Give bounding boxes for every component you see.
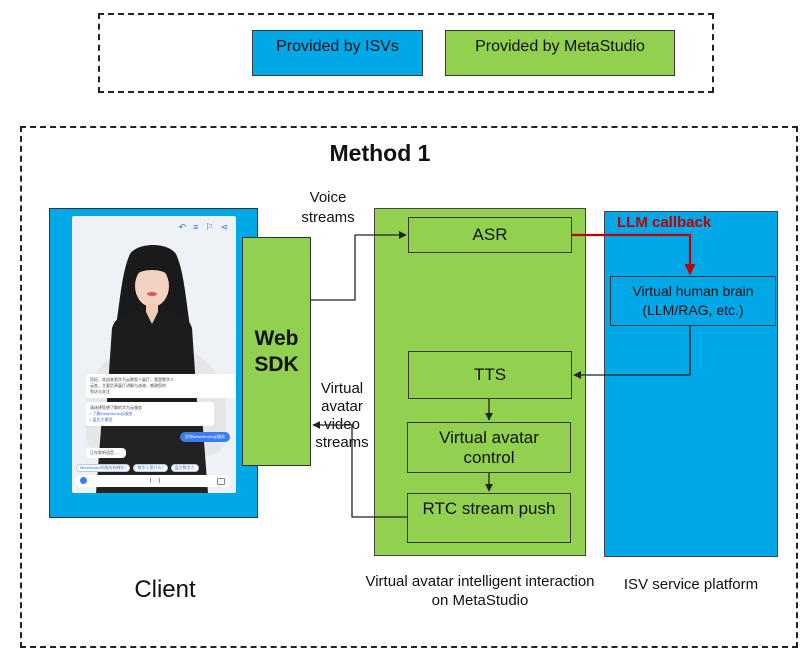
suggestion-chip[interactable]: 数字人是什么?: [133, 464, 168, 472]
phone-input-bar: [76, 475, 230, 487]
video-stream-arrow: [312, 421, 407, 518]
legend-metastudio: Provided by MetaStudio: [445, 30, 675, 76]
listening-hint: 正在聆听语音……: [86, 448, 126, 458]
client-label: Client: [134, 576, 196, 603]
tts-box: TTS: [408, 351, 572, 399]
chat-option[interactable]: • 盘古大模型: [90, 417, 113, 422]
llm-callback-arrow: [572, 233, 696, 276]
avatar-control-box: Virtual avatar control: [407, 422, 571, 473]
legend-frame: [98, 13, 714, 93]
chat-bubble-welcome: 您好，欢迎来到华为云数智人展厅，我是数字人 云笙，主要负责展厅讲解与咨询，感谢您…: [86, 374, 236, 398]
share-icon[interactable]: ⋖: [220, 222, 228, 232]
legend-isv: Provided by ISVs: [252, 30, 423, 76]
video-streams-label: Virtual avatar video streams: [315, 380, 369, 451]
metastudio-panel: [374, 208, 586, 556]
isv-caption: ISV service platform: [623, 576, 759, 593]
chat-line: 到访与关注: [90, 389, 110, 394]
chat-button[interactable]: 咨询MetaStudio云服务: [179, 432, 230, 442]
undo-icon[interactable]: ↶: [178, 222, 187, 232]
brain-box: Virtual human brain (LLM/RAG, etc.): [610, 276, 776, 326]
chat-bubble-options: 请选择您想了解的华为云服务 • 了解MetaStudio云服务 • 盘古大模型: [86, 402, 214, 426]
brain-to-tts-arrow: [573, 326, 691, 379]
suggestion-chip[interactable]: 盘古数字人: [170, 464, 199, 472]
keyboard-icon[interactable]: [217, 478, 225, 485]
isv-panel: [604, 211, 778, 557]
suggestion-chips: MetaStudio的服务有哪些? 数字人是什么? 盘古数字人: [76, 464, 199, 472]
flag-icon[interactable]: ⚐: [205, 222, 214, 232]
menu-icon[interactable]: ≡: [193, 222, 199, 232]
phone-screen: ↶ ≡ ⚐ ⋖ 您好，欢迎来到华为云数智人展厅，我是数字人 云笙，主要负责展厅讲…: [72, 216, 236, 493]
speaker-icon[interactable]: [80, 477, 87, 484]
chat-line: 您好，欢迎来到华为云数智人展厅，我是数字人: [90, 377, 174, 382]
method-frame: [20, 126, 798, 648]
chat-line: 请选择您想了解的华为云服务: [90, 405, 142, 410]
voice-stream-arrow: [311, 231, 407, 301]
voice-wave-icon: [150, 478, 160, 483]
phone-top-icons: ↶ ≡ ⚐ ⋖: [179, 222, 228, 233]
rtc-push-box: RTC stream push: [407, 493, 571, 543]
method-title: Method 1: [329, 140, 431, 166]
asr-box: ASR: [408, 217, 572, 253]
chat-option[interactable]: • 了解MetaStudio云服务: [90, 411, 133, 416]
chat-line: 云笙，主要负责展厅讲解与咨询，感谢您的: [90, 383, 166, 388]
suggestion-chip[interactable]: MetaStudio的服务有哪些?: [76, 464, 131, 472]
web-sdk-box: Web SDK: [242, 237, 311, 466]
metastudio-caption: Virtual avatar intelligent interaction o…: [365, 573, 595, 609]
voice-streams-label: Voice streams: [301, 189, 355, 226]
llm-callback-label: LLM callback: [617, 214, 712, 231]
